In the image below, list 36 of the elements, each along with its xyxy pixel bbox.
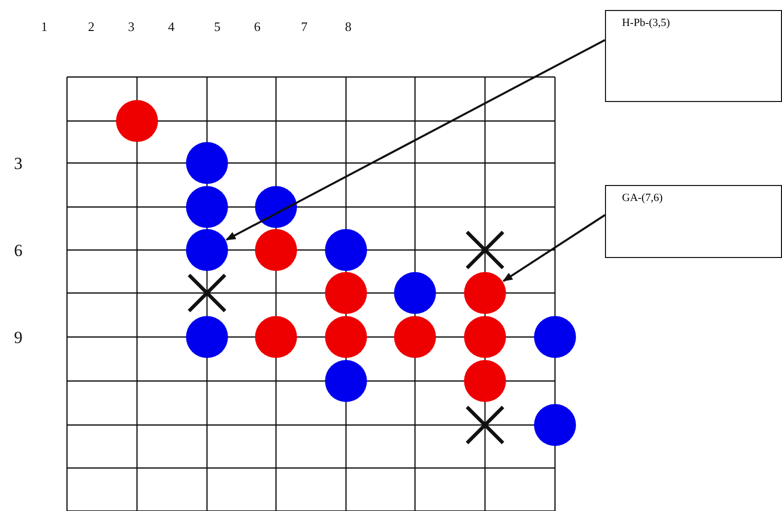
- callout-text: H-Pb-(3,5): [622, 17, 670, 29]
- row-number: 9: [14, 329, 22, 346]
- callout-box: [605, 185, 782, 258]
- stone: [186, 142, 228, 184]
- column-number: 5: [214, 20, 220, 33]
- stone: [255, 186, 297, 228]
- leader-line: [226, 39, 606, 241]
- column-number: 7: [301, 20, 308, 33]
- stone: [464, 272, 506, 314]
- stone: [186, 186, 228, 228]
- column-number: 1: [41, 20, 48, 33]
- stone: [394, 272, 436, 314]
- column-number: 4: [168, 20, 174, 33]
- column-number: 3: [128, 20, 134, 33]
- callout-text: GA-(7,6): [622, 192, 663, 204]
- stone: [464, 316, 506, 358]
- callout-box: [605, 10, 782, 102]
- leader-line: [502, 214, 606, 282]
- column-number: 8: [345, 20, 352, 33]
- column-number: 2: [88, 20, 94, 33]
- stone: [325, 316, 367, 358]
- row-number: 3: [14, 155, 22, 172]
- stone: [255, 229, 297, 271]
- stone: [534, 316, 576, 358]
- stone: [394, 316, 436, 358]
- stone: [255, 316, 297, 358]
- column-number: 6: [254, 20, 260, 33]
- stone: [325, 360, 367, 402]
- stone: [534, 404, 576, 446]
- stone: [186, 316, 228, 358]
- stone: [325, 272, 367, 314]
- stone: [325, 229, 367, 271]
- row-number: 6: [14, 242, 22, 259]
- stone: [464, 360, 506, 402]
- stone: [116, 100, 158, 142]
- stone: [186, 229, 228, 271]
